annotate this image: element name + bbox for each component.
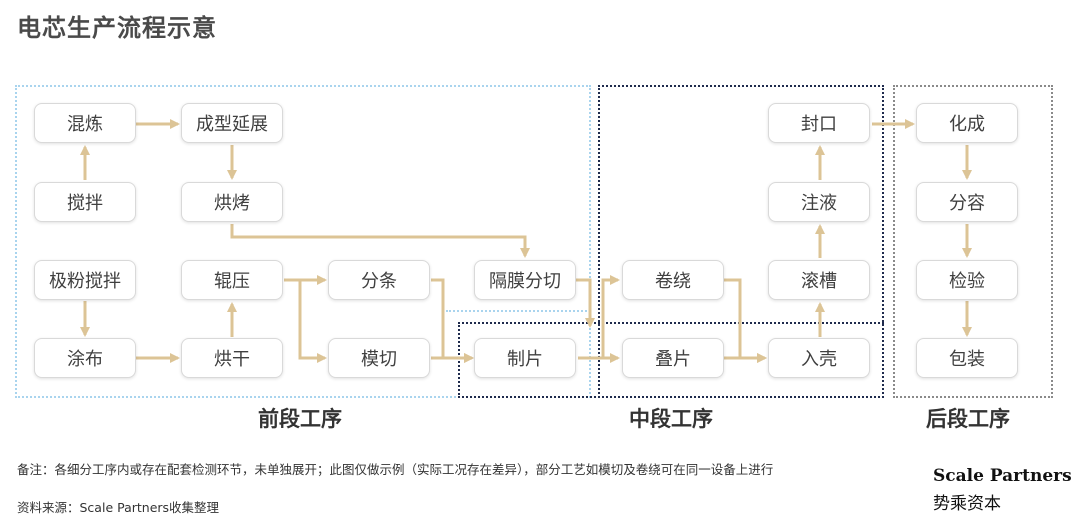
node-honggan: 烘干	[181, 338, 283, 378]
node-juanrao: 卷绕	[622, 260, 724, 300]
node-tubu: 涂布	[34, 338, 136, 378]
node-moqie: 模切	[328, 338, 430, 378]
node-fentiao: 分条	[328, 260, 430, 300]
node-gemo: 隔膜分切	[474, 260, 576, 300]
source-note: 资料来源：Scale Partners收集整理	[17, 500, 220, 515]
node-jifen: 极粉搅拌	[34, 260, 136, 300]
arrow-gunya-moqie	[298, 280, 327, 363]
node-rukuo: 入壳	[768, 338, 870, 378]
stage-label-back: 后段工序	[926, 407, 1010, 431]
node-jiaoban: 搅拌	[34, 182, 136, 222]
brand-name-cn: 势乘资本	[933, 494, 1001, 514]
node-diepian: 叠片	[622, 338, 724, 378]
arrow-fentiao-zhipian	[431, 278, 474, 363]
node-zhuye: 注液	[768, 182, 870, 222]
node-chengxing: 成型延展	[181, 103, 283, 143]
front-stage-region-extension	[446, 310, 591, 398]
node-huacheng: 化成	[916, 103, 1018, 143]
node-hongkao: 烘烤	[181, 182, 283, 222]
page-title: 电芯生产流程示意	[17, 14, 217, 42]
node-baozhuang: 包装	[916, 338, 1018, 378]
node-hunlian: 混炼	[34, 103, 136, 143]
node-guncao: 滚槽	[768, 260, 870, 300]
arrow-juanrao-rukuo	[724, 278, 767, 363]
node-gunya: 辊压	[181, 260, 283, 300]
node-zhipian: 制片	[474, 338, 576, 378]
node-fenrong: 分容	[916, 182, 1018, 222]
arrow-hongkao-gemo	[230, 224, 530, 258]
mid-stage-region-extension	[458, 322, 884, 398]
brand-name-en: Scale Partners	[933, 466, 1072, 486]
stage-label-mid: 中段工序	[629, 407, 713, 431]
stage-label-front: 前段工序	[258, 407, 342, 431]
node-fengkou: 封口	[768, 103, 870, 143]
arrow-gemo-feed	[576, 278, 595, 328]
footnote: 备注：各细分工序内或存在配套检测环节，未单独展开；此图仅做示例（实际工况存在差异…	[17, 462, 774, 477]
arrow-zhipian-juanrao	[601, 275, 620, 358]
front-stage-region	[15, 85, 591, 398]
node-jianyan: 检验	[916, 260, 1018, 300]
back-stage-region	[893, 85, 1053, 398]
